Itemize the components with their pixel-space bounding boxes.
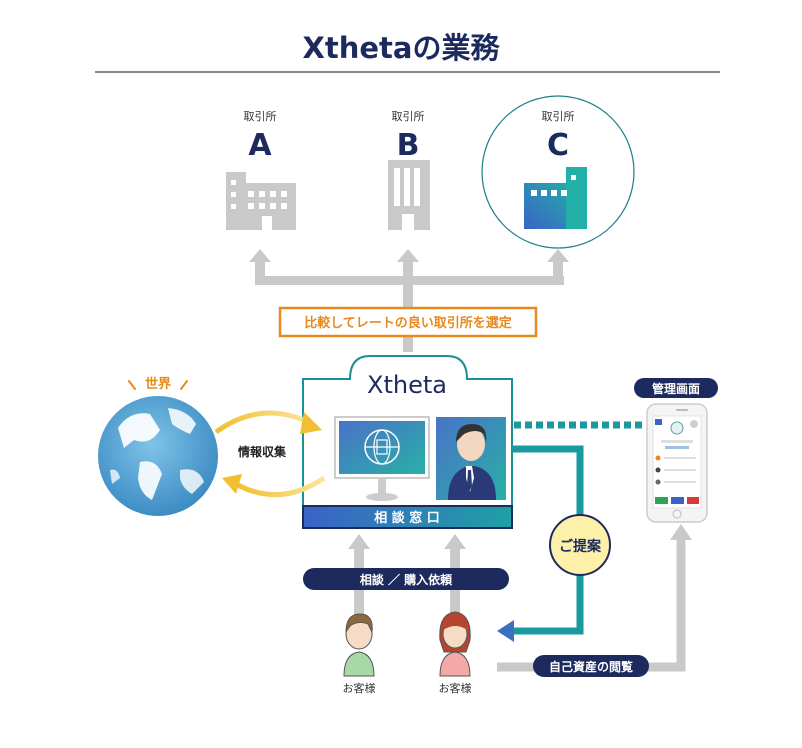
customer-1: お客様 [343, 613, 376, 695]
exchange-a: 取引所 A [226, 109, 296, 230]
building-c-icon [524, 167, 587, 229]
compare-label-box: 比較してレートの良い取引所を選定 [278, 306, 538, 338]
world-rays-icon [128, 380, 188, 390]
customer-2-caption: お客様 [439, 681, 472, 695]
customer-male-avatar [343, 613, 375, 677]
mgmt-label: 管理画面 [652, 381, 700, 396]
exchange-c: 取引所 C [481, 95, 635, 249]
exchange-arrows [249, 249, 569, 352]
exchange-c-highlight-circle [481, 95, 635, 249]
monitor-icon [334, 416, 430, 501]
proposal-label: ご提案 [559, 538, 602, 555]
exchange-b: 取引所 B [388, 109, 430, 230]
world: 世界 [98, 376, 218, 516]
info-arrows: 情報収集 [214, 410, 326, 498]
proposal-badge: ご提案 [549, 514, 611, 576]
management-screen: 管理画面 [634, 378, 718, 523]
globe-icon [98, 396, 218, 516]
exchange-c-letter: C [547, 128, 569, 163]
compare-label: 比較してレートの良い取引所を選定 [304, 315, 512, 331]
building-b-icon [388, 160, 430, 230]
exchange-b-caption: 取引所 [392, 109, 425, 123]
exchange-b-letter: B [397, 128, 420, 163]
asset-label: 自己資産の閲覧 [549, 659, 633, 674]
customer-female-avatar [439, 611, 471, 677]
brand-logo: Xtheta [367, 371, 447, 399]
staff-avatar [436, 417, 506, 500]
exchange-a-letter: A [248, 128, 272, 163]
exchange-c-caption: 取引所 [542, 109, 575, 123]
building-a-icon [226, 172, 296, 230]
info-label: 情報収集 [238, 444, 287, 459]
consult-pill: 相談 ／ 購入依頼 [303, 568, 509, 590]
asset-pill: 自己資産の閲覧 [533, 655, 649, 677]
world-label: 世界 [145, 376, 171, 392]
counter-bar [302, 505, 513, 529]
customer-1-caption: お客様 [343, 681, 376, 695]
page-title: Xthetaの業務 [303, 31, 501, 65]
counter-label: 相 談 窓 口 [374, 510, 440, 526]
consult-label: 相談 ／ 購入依頼 [360, 572, 453, 587]
customer-2: お客様 [439, 611, 472, 695]
smartphone-icon [646, 403, 708, 523]
exchange-a-caption: 取引所 [244, 109, 277, 123]
xtheta-office: Xtheta 相 談 窓 口 [302, 355, 513, 529]
